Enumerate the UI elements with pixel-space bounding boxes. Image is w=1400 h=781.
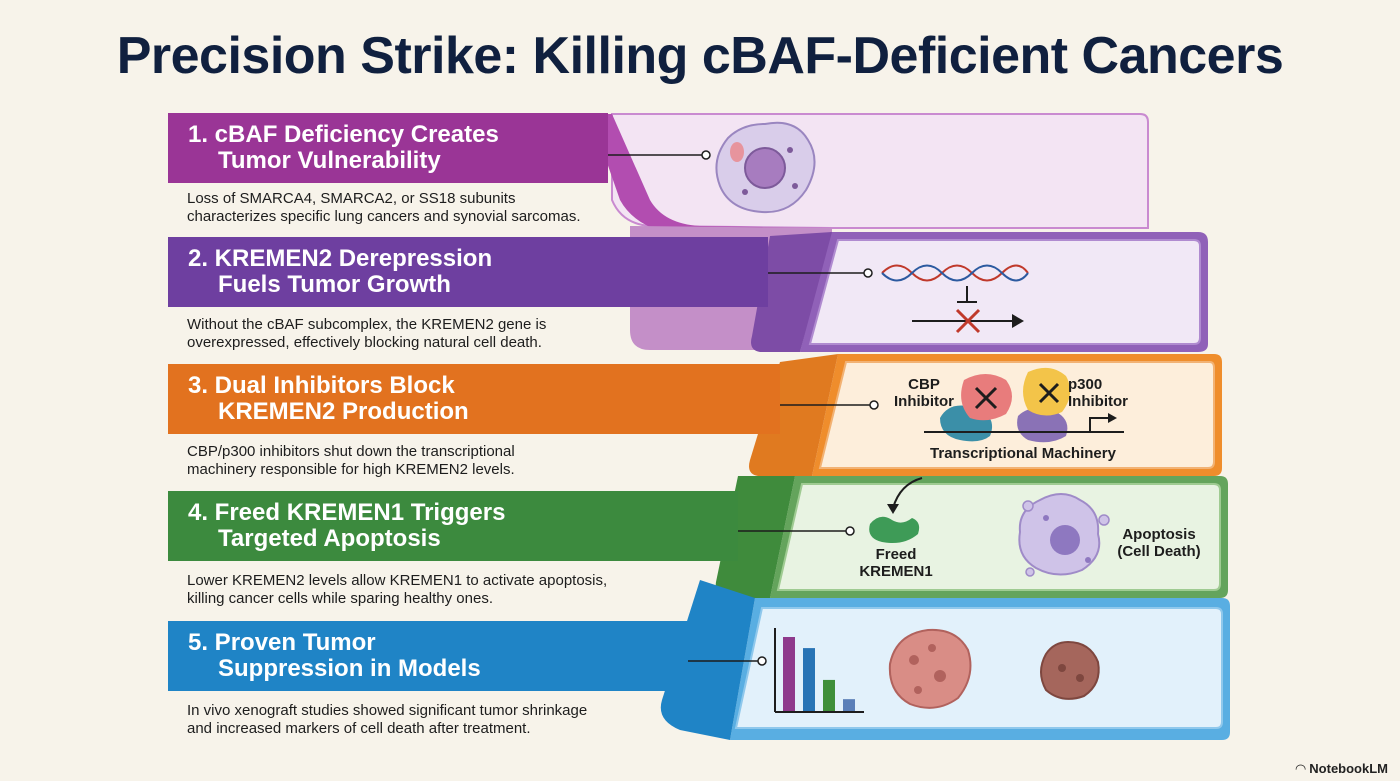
step-3-heading-line2: KREMEN2 Production: [218, 398, 469, 425]
large-tumor-icon: [888, 628, 972, 709]
step-2-desc-line1: Without the cBAF subcomplex, the KREMEN2…: [187, 316, 547, 333]
inhibitor-icon: [924, 367, 1124, 443]
step-3-banner: 3. Dual Inhibitors Block KREMEN2 Product…: [168, 364, 780, 434]
step-5-banner: 5. Proven Tumor Suppression in Models: [168, 621, 688, 691]
step-4-desc-line2: killing cancer cells while sparing healt…: [187, 590, 493, 607]
step-1-description: Loss of SMARCA4, SMARCA2, or SS18 subuni…: [187, 190, 581, 226]
step-4-desc-line1: Lower KREMEN2 levels allow KREMEN1 to ac…: [187, 572, 608, 589]
p300-inhibitor-label: p300 Inhibitor: [1068, 376, 1128, 410]
panel-3: [749, 354, 1222, 476]
step-4-heading-line2: Targeted Apoptosis: [218, 525, 441, 552]
step-3-heading-line1: 3. Dual Inhibitors Block: [188, 372, 455, 399]
apoptosis-icon: [869, 477, 1110, 577]
small-tumor-icon: [1040, 640, 1100, 700]
step-5-desc-line1: In vivo xenograft studies showed signifi…: [187, 702, 588, 719]
step-5-heading-line2: Suppression in Models: [218, 655, 481, 682]
step-2-heading-line2: Fuels Tumor Growth: [218, 271, 451, 298]
bar-chart-icon: [774, 628, 864, 713]
mini-bar-3: [823, 679, 835, 711]
freed-kremen1-label: Freed KREMEN1: [859, 546, 933, 580]
apoptosis-label: Apoptosis (Cell Death): [1117, 526, 1201, 560]
mini-bar-2: [803, 648, 815, 711]
step-4-description: Lower KREMEN2 levels allow KREMEN1 to ac…: [187, 572, 607, 608]
step-1-desc-line1: Loss of SMARCA4, SMARCA2, or SS18 subuni…: [187, 190, 516, 207]
step-1-heading-line2: Tumor Vulnerability: [218, 147, 441, 174]
step-3-desc-line2: machinery responsible for high KREMEN2 l…: [187, 461, 515, 478]
step-2-description: Without the cBAF subcomplex, the KREMEN2…: [187, 316, 546, 352]
page-title: Precision Strike: Killing cBAF-Deficient…: [116, 27, 1284, 85]
step-4-banner: 4. Freed KREMEN1 Triggers Targeted Apopt…: [168, 491, 738, 561]
step-2-heading-line1: 2. KREMEN2 Derepression: [188, 245, 493, 272]
notebooklm-brand: ◠ NotebookLM: [1296, 761, 1388, 777]
notebooklm-logo-icon: ◠: [1295, 761, 1310, 776]
footer-text: NotebookLM: [1309, 761, 1388, 776]
step-1-heading-line1: 1. cBAF Deficiency Creates: [188, 121, 499, 148]
step-3-desc-line1: CBP/p300 inhibitors shut down the transc…: [187, 443, 515, 460]
cancer-cell-icon: [715, 121, 816, 214]
panel-2: [751, 232, 1208, 352]
step-2-banner: 2. KREMEN2 Derepression Fuels Tumor Grow…: [168, 237, 768, 307]
step-1-banner: 1. cBAF Deficiency Creates Tumor Vulnera…: [168, 113, 608, 183]
panel-5: [660, 580, 1230, 740]
step-1-desc-line2: characterizes specific lung cancers and …: [187, 208, 581, 225]
transcriptional-machinery-label: Transcriptional Machinery: [930, 445, 1116, 462]
cbp-inhibitor-label: CBP Inhibitor: [894, 376, 954, 410]
dna-icon: [881, 264, 1029, 334]
mini-bar-4: [843, 699, 855, 711]
step-4-heading-line1: 4. Freed KREMEN1 Triggers: [188, 499, 506, 526]
step-5-heading-line1: 5. Proven Tumor: [188, 629, 376, 656]
step-5-desc-line2: and increased markers of cell death afte…: [187, 720, 531, 737]
step-5-description: In vivo xenograft studies showed signifi…: [187, 702, 587, 738]
step-2-desc-line2: overexpressed, effectively blocking natu…: [187, 334, 542, 351]
step-3-description: CBP/p300 inhibitors shut down the transc…: [187, 443, 515, 479]
mini-bar-1: [783, 637, 795, 711]
